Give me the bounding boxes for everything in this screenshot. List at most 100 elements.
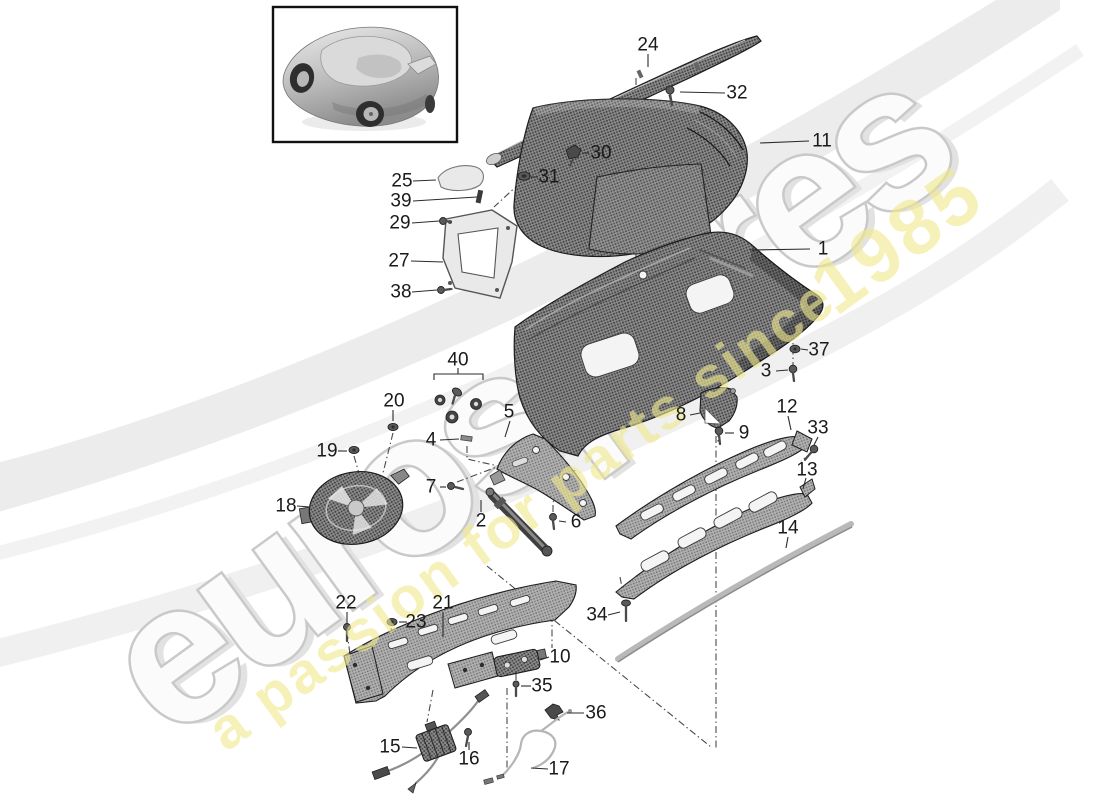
part-label-7: 7 [426,477,437,498]
part-38-bolt [437,286,453,294]
part-label-20: 20 [383,391,404,412]
leader-line-17 [530,767,549,770]
part-10-latch-bracket [493,648,548,678]
part-7-bolt [447,482,465,491]
part-label-3: 3 [761,361,772,382]
part-22-bolt [343,623,351,643]
part-34-bolt [621,599,631,623]
part-36-clip [544,703,564,721]
leader-line-6 [558,520,567,523]
leader-line-10 [539,656,550,661]
part-19-nut [348,445,360,455]
part-label-13: 13 [796,460,817,481]
part-label-2: 2 [476,511,487,532]
part-37-nut [789,344,801,354]
part-31-nut [517,171,531,181]
part-23-nut [386,617,398,627]
leader-line-29 [411,220,440,224]
part-label-15: 15 [379,737,400,758]
leader-line-18 [296,505,311,508]
part-label-36: 36 [585,703,606,724]
leader-line-33 [813,436,819,446]
parts-layer [298,35,854,794]
part-label-24: 24 [637,35,659,56]
part-40-fastener-kit [434,387,482,424]
leader-line-3 [775,369,789,372]
leader-line-15 [401,746,418,749]
part-label-40: 40 [447,350,468,371]
part-17-release-cable [483,709,572,785]
part-label-18: 18 [275,496,296,517]
background-swooshes [0,0,1084,668]
part-20-nut [387,422,399,432]
part-label-22: 22 [335,593,356,614]
leader-line-1 [749,248,811,251]
part-12-grille-upper [615,430,813,540]
leader-line-27 [410,260,444,263]
part-25-pad [437,165,485,192]
part-9-bolt [714,426,724,446]
leader-line-25 [412,179,437,182]
part-label-29: 29 [389,213,410,234]
part-27-bracket-plate [442,209,518,299]
part-label-27: 27 [388,251,409,272]
fasteners [343,85,819,748]
leader-line-12 [787,415,792,431]
part-label-11: 11 [812,131,832,152]
part-16-screw [464,728,472,748]
part-label-35: 35 [531,676,552,697]
leader-line-39 [412,196,478,202]
part-1-rear-lid [513,231,824,457]
part-label-19: 19 [316,441,337,462]
part-label-8: 8 [676,405,687,426]
part-label-14: 14 [777,518,799,539]
part-label-4: 4 [426,430,437,451]
part-label-38: 38 [390,282,411,303]
leader-line-38 [411,289,438,293]
part-label-33: 33 [807,418,828,439]
part-30-clip [565,144,582,167]
part-label-30: 30 [590,143,611,164]
part-8-hinge-bracket [699,387,738,429]
part-label-39: 39 [390,191,411,212]
leader-line-32 [679,91,726,94]
part-21-support-frame [343,580,577,704]
part-4-pin [460,434,473,442]
car-rear-window [356,54,402,78]
part-label-23: 23 [405,612,426,633]
leader-line-14 [785,536,789,549]
part-18-spoiler-drive [298,468,410,545]
part-label-31: 31 [538,167,559,188]
part-label-16: 16 [458,749,479,770]
part-13-grille-lower [615,478,816,600]
part-label-9: 9 [739,423,750,444]
car-thumbnail [271,5,459,144]
leader-line-37 [800,348,809,351]
part-14-trim-strip [615,521,854,663]
part-label-32: 32 [726,83,747,104]
part-label-1: 1 [818,239,829,260]
part-29-bolt [439,217,453,225]
part-label-21: 21 [432,593,453,614]
part-label-12: 12 [776,397,797,418]
leader-line-11 [759,140,810,144]
leader-line-4 [439,438,460,441]
part-2-strut [485,487,553,557]
part-32-screw [665,85,675,107]
leader-line-8 [689,412,701,416]
leader-line-5 [504,420,511,438]
car-ducktail-spoiler [407,55,437,75]
part-11-spoiler-shell [513,98,748,258]
part-label-37: 37 [808,340,829,361]
part-35-screw [512,680,520,698]
part-label-34: 34 [586,605,608,626]
leader-line-34 [607,611,621,616]
leader-line-13 [802,477,807,490]
part-label-17: 17 [548,759,569,780]
part-3-screw [788,364,798,383]
part-label-5: 5 [504,402,515,423]
part-5-mounting-bracket [489,433,596,521]
